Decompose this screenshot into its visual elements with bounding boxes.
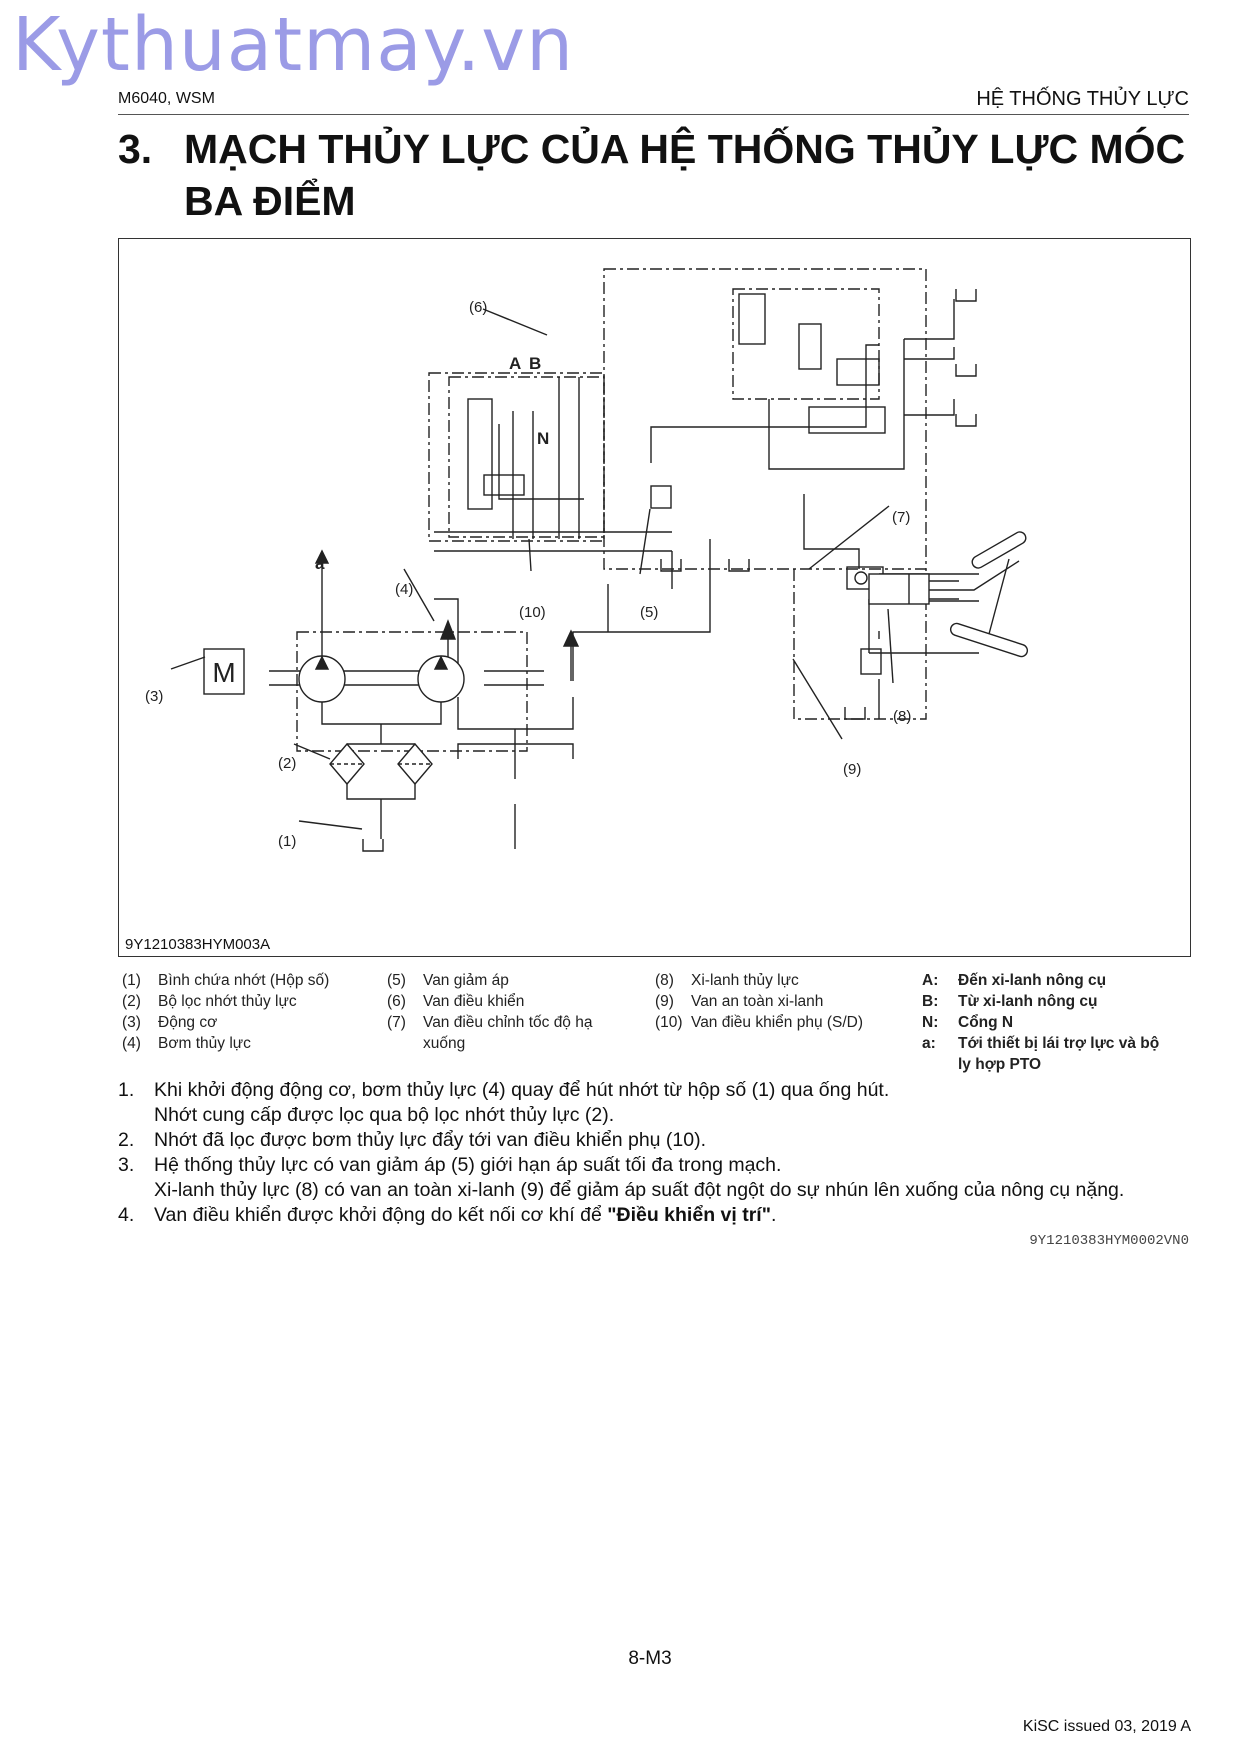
lower-link [949,622,1029,658]
title-text: MẠCH THỦY LỰC CỦA HỆ THỐNG THỦY LỰC MÓC … [184,126,1186,224]
label-a: a [315,554,325,573]
page-title: 3. MẠCH THỦY LỰC CỦA HỆ THỐNG THỦY LỰC M… [118,123,1198,227]
dashed-boundaries [296,268,927,752]
label-6: (6) [469,299,487,316]
legend-item: (3)Động cơ [122,1014,218,1031]
lift-arm [971,531,1027,569]
page-number: 8-M3 [628,1648,672,1669]
label-3: (3) [145,688,163,705]
pump-right-arrow [433,655,449,670]
title-number: 3. [118,126,153,172]
circuit-diagram: M [145,268,1029,852]
leader-lines [170,308,894,830]
legend-col-1: (1)Bình chứa nhớt (Hộp số) (2)Bộ lọc nhớ… [122,970,377,1054]
step-2: 2. Nhớt đã lọc được bơm thủy lực đẩy tới… [118,1129,707,1151]
label-2: (2) [278,755,296,772]
hydraulic-circuit-figure: M [118,238,1191,957]
legend-col-3: (8)Xi-lanh thủy lực (9)Van an toàn xi-la… [655,970,910,1033]
figure-id: 9Y1210383HYM003A [125,936,271,953]
legend-col-2: (5)Van giảm áp (6)Van điều khiển (7)Van … [387,970,627,1054]
step-1: 1. Khi khởi động động cơ, bơm thủy lực (… [118,1079,890,1126]
label-A: A [509,354,521,373]
legend-item: (7)Van điều chỉnh tốc độ hạ xuống [387,1014,593,1052]
legend-item: B:Từ xi-lanh nông cụ [922,993,1098,1010]
legend-item: (2)Bộ lọc nhớt thủy lực [122,993,297,1010]
header-model: M6040, WSM [118,90,215,107]
label-10: (10) [519,604,546,621]
label-1: (1) [278,833,296,850]
arrow-to-a [314,549,330,564]
legend-item: (10)Van điều khiển phụ (S/D) [655,1014,864,1031]
legend-item: (5)Van giảm áp [387,972,509,989]
control-valve-spool [467,293,886,675]
header-section: HỆ THỐNG THỦY LỰC [976,88,1189,110]
engine-m-label: M [212,657,235,688]
legend-item: (8)Xi-lanh thủy lực [655,972,799,989]
engine-box [203,648,245,695]
label-8: (8) [893,708,911,725]
hydraulic-lines [269,299,979,849]
pump-left-arrow [314,655,330,670]
legend-item: A:Đến xi-lanh nông cụ [922,972,1107,989]
legend-item: (9)Van an toàn xi-lanh [655,993,824,1010]
label-9: (9) [843,761,861,778]
legend-item: (6)Van điều khiển [387,993,525,1010]
header-rule [118,114,1189,115]
hydraulic-cylinder [868,573,930,605]
legend-item: (4)Bơm thủy lực [122,1035,251,1052]
reference-code: 9Y1210383HYM0002VN0 [1029,1233,1189,1249]
watermark: Kythuatmay.vn [12,2,575,88]
legend-item: (1)Bình chứa nhớt (Hộp số) [122,972,330,989]
label-4: (4) [395,581,413,598]
label-B: B [529,354,541,373]
label-N: N [537,429,549,448]
legend-item: N:Cổng N [922,1014,1014,1031]
legend-item: a:Tới thiết bị lái trợ lực và bộ ly hợp … [922,1035,1160,1073]
issue-note: KiSC issued 03, 2019 A [1022,1718,1191,1735]
legend-col-4: A:Đến xi-lanh nông cụ B:Từ xi-lanh nông … [922,970,1172,1075]
procedure-steps: 1. Khi khởi động động cơ, bơm thủy lực (… [118,1078,1198,1228]
step-3: 3. Hệ thống thủy lực có van giảm áp (5) … [118,1154,1125,1201]
label-5: (5) [640,604,658,621]
label-7: (7) [892,509,910,526]
tank-symbols [362,289,977,852]
step-4: 4. Van điều khiển được khởi động do kết … [118,1204,777,1226]
